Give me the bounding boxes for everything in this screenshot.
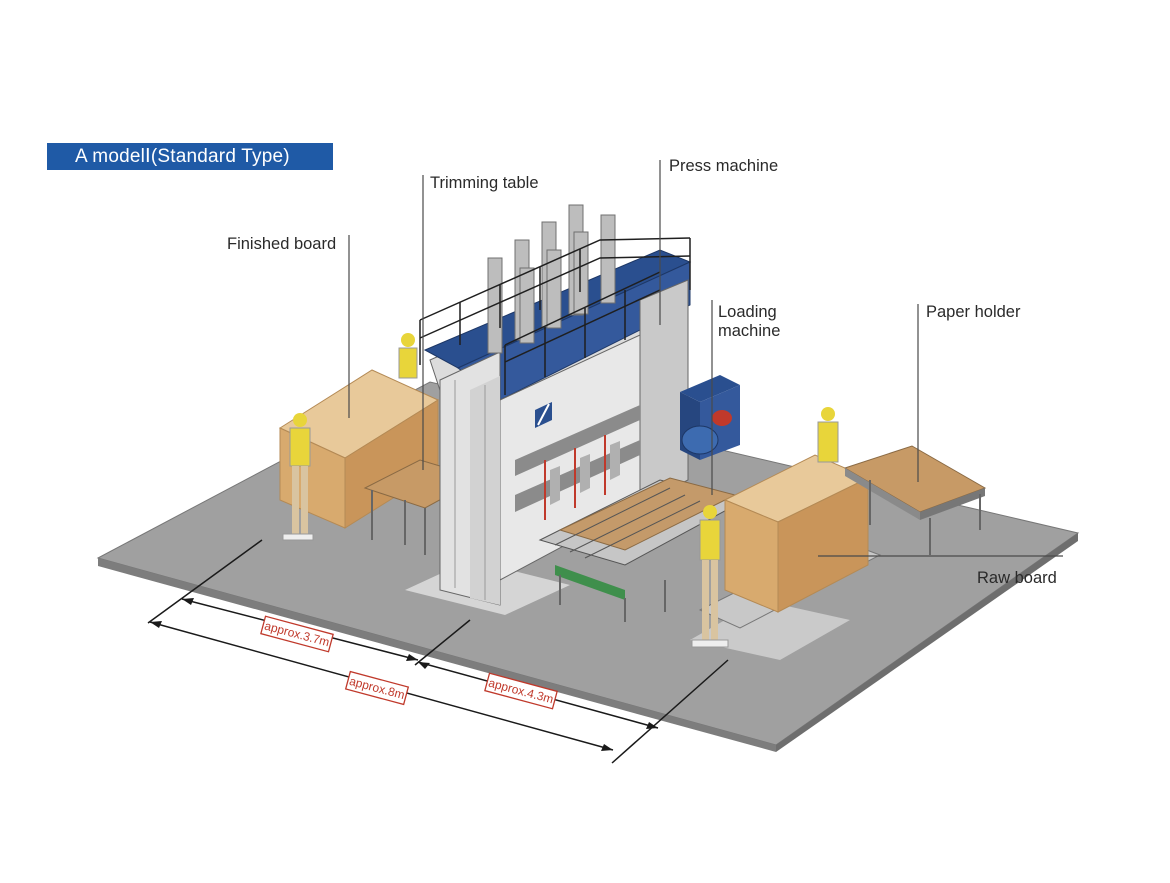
press-machine-label: Press machine xyxy=(669,157,779,175)
loading-machine-label-line1: Loading xyxy=(718,303,777,321)
loading-machine-label-line2: machine xyxy=(718,322,781,340)
raw-board-stack xyxy=(698,454,882,629)
finished-board-label: Finished board xyxy=(227,235,337,253)
model-title-badge: A modelⅠ(Standard Type) xyxy=(47,143,333,170)
press-logo-icon xyxy=(535,402,552,428)
worker-figure xyxy=(817,407,839,463)
hydraulic-cylinders xyxy=(487,204,616,354)
raw-board-label: Raw board xyxy=(977,569,1057,587)
dimension-lines xyxy=(147,539,729,764)
worker-figure xyxy=(282,413,314,541)
worker-figure xyxy=(691,505,729,648)
press-machine xyxy=(419,204,692,606)
trimming-table-label: Trimming table xyxy=(430,174,539,192)
paper-holder-label: Paper holder xyxy=(926,303,1021,321)
worker-figure xyxy=(398,333,418,379)
loading-machine xyxy=(538,375,747,622)
dimension-label-b: approx.8m xyxy=(344,670,410,706)
leader-lines xyxy=(348,160,1063,557)
paper-holder xyxy=(843,445,987,555)
